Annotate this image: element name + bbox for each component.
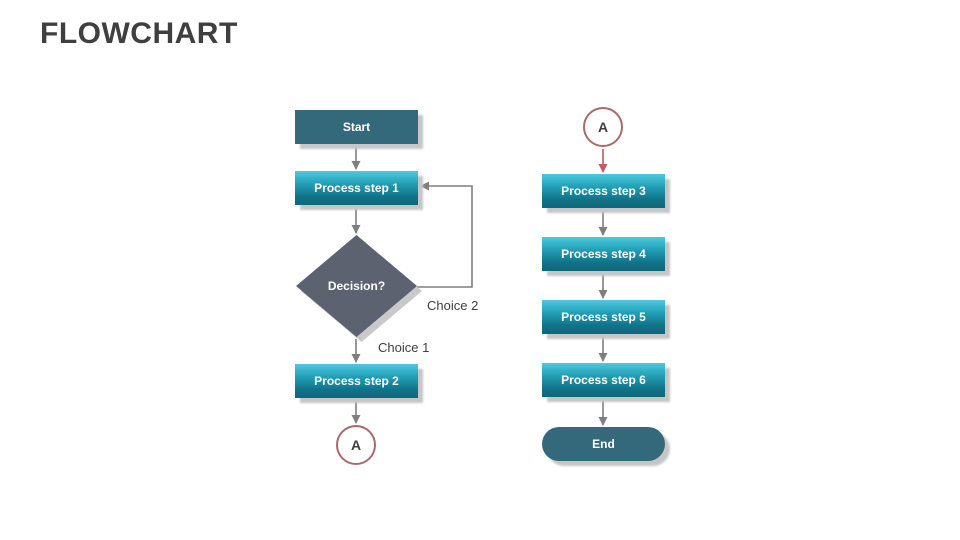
end-node: End [542, 427, 665, 461]
connector-a-left-node: A [336, 425, 376, 465]
process-step-3-node: Process step 3 [542, 174, 665, 208]
arrow-decision-loop-to-process1 [417, 181, 473, 288]
process-step-2-node: Process step 2 [295, 364, 418, 398]
connector-a-right-node: A [583, 107, 623, 147]
decision-node: Decision? [296, 235, 417, 337]
choice-2-label: Choice 2 [427, 298, 479, 313]
process-step-1-node: Process step 1 [295, 171, 418, 205]
process-step-4-label: Process step 4 [561, 247, 646, 261]
connector-a-right-label: A [597, 119, 609, 135]
start-node-label: Start [342, 120, 371, 134]
process-step-2-label: Process step 2 [314, 374, 399, 388]
end-node-label: End [592, 437, 615, 451]
process-step-6-node: Process step 6 [542, 363, 665, 397]
choice-1-label: Choice 1 [378, 340, 430, 355]
start-node: Start [295, 110, 418, 144]
slide-title: FLOWCHART [40, 17, 238, 50]
process-step-5-label: Process step 5 [561, 310, 646, 324]
connector-a-left-label: A [350, 437, 362, 453]
process-step-5-node: Process step 5 [542, 300, 665, 334]
process-step-6-label: Process step 6 [561, 373, 646, 387]
decision-label: Decision? [327, 279, 386, 293]
decision-diamond-shape: Decision? [296, 235, 417, 337]
process-step-3-label: Process step 3 [561, 184, 646, 198]
process-step-1-label: Process step 1 [314, 181, 399, 195]
process-step-4-node: Process step 4 [542, 237, 665, 271]
